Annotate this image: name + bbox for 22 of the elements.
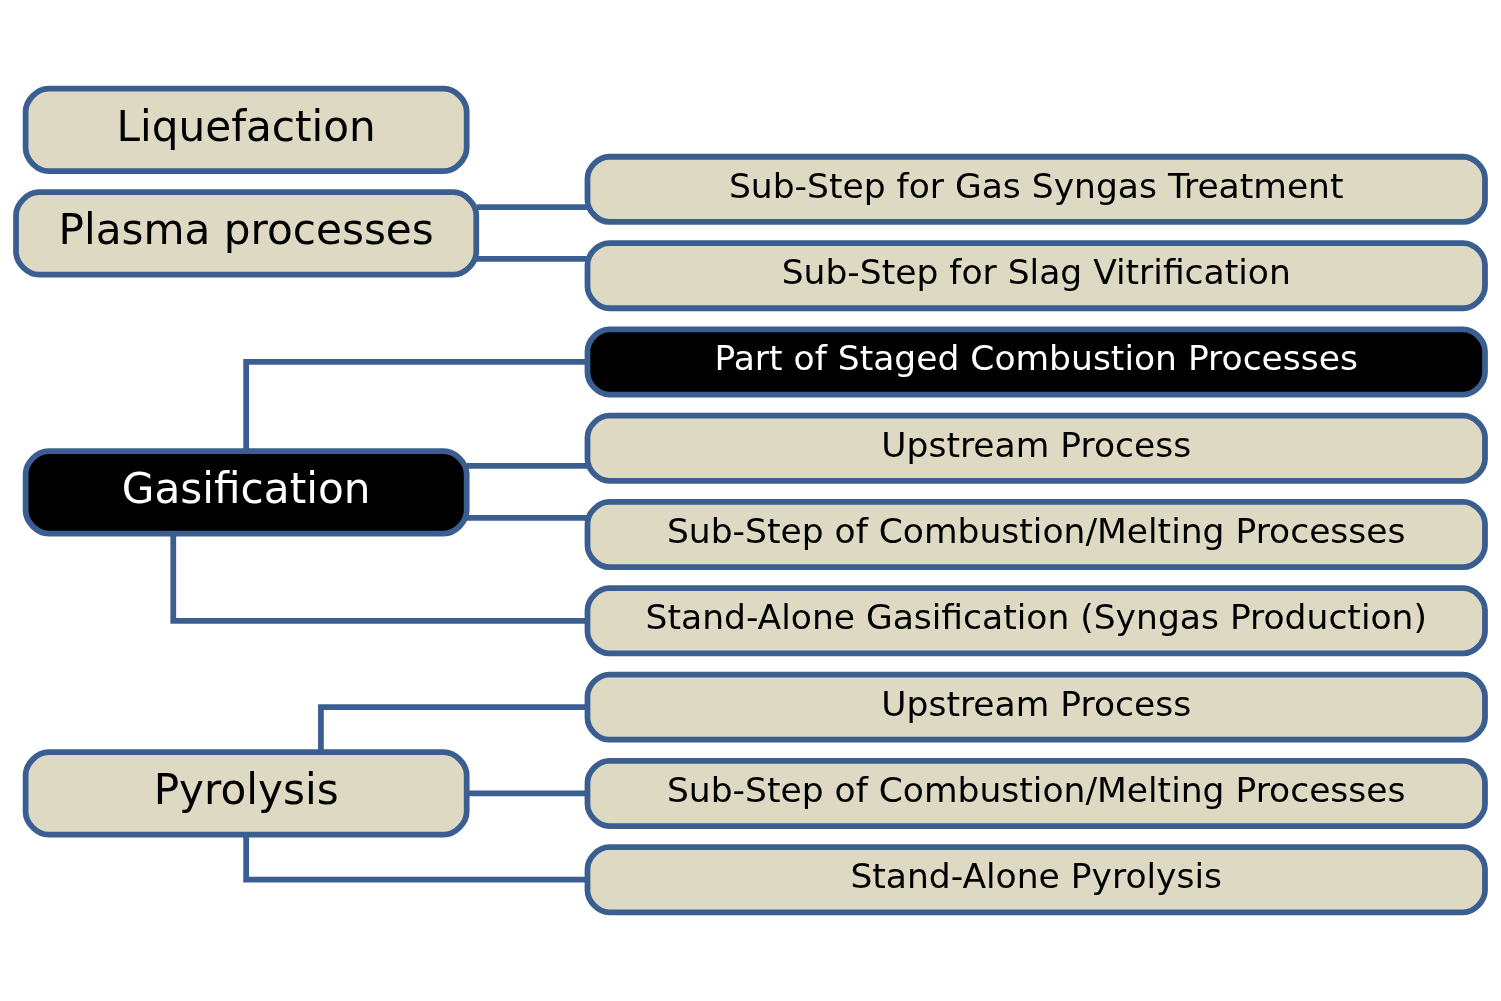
- connector: [466, 790, 588, 797]
- connector: [466, 463, 588, 469]
- node-box: Plasma processes: [13, 189, 480, 278]
- node-box: Sub-Step for Gas Syngas Treatment: [584, 153, 1488, 225]
- connector: [476, 256, 587, 262]
- connector: [243, 835, 587, 883]
- node-box: Gasification: [22, 448, 470, 537]
- node-box: Sub-Step of Combustion/Melting Processes: [584, 757, 1488, 829]
- connector: [243, 359, 587, 452]
- node-box: Sub-Step for Slag Vitrification: [584, 240, 1488, 312]
- connector: [476, 204, 587, 210]
- connector: [466, 514, 588, 521]
- node-box: Liquefaction: [22, 85, 470, 174]
- connector: [170, 533, 588, 624]
- node-box: Sub-Step of Combustion/Melting Processes: [584, 499, 1488, 570]
- node-box: Pyrolysis: [22, 749, 470, 838]
- node-box: Upstream Process: [584, 671, 1488, 743]
- node-box: Part of Staged Combustion Processes: [584, 326, 1488, 398]
- node-box: Stand-Alone Gasification (Syngas Production): [584, 585, 1488, 657]
- connector: [318, 704, 588, 752]
- node-box: Stand-Alone Pyrolysis: [584, 844, 1488, 916]
- node-box: Upstream Process: [584, 412, 1488, 484]
